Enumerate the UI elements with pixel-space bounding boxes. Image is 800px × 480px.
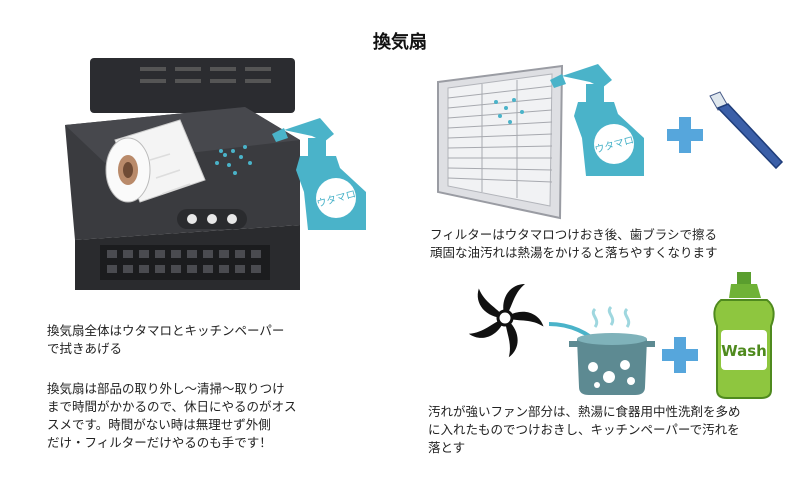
- caption-hood-wipe: 換気扇全体はウタマロとキッチンペーパー で拭きあげる: [47, 323, 285, 356]
- caption-filter: フィルターはウタマロつけおき後、歯ブラシで擦る 頑固な油汚れは熱湯をかけると落ち…: [430, 227, 718, 260]
- caption-fan: 汚れが強いファン部分は、熱湯に食器用中性洗剤を多め に入れたものでつけおきし、キ…: [428, 404, 741, 455]
- plus-icon: [662, 337, 698, 373]
- spray-bottle-icon: ウタマロ: [272, 118, 366, 230]
- caption-schedule: 換気扇は部品の取り外し〜清掃〜取りつけ まで時間がかかるので、休日にやるのがオス…: [47, 381, 297, 450]
- soap-label: Wash: [721, 342, 767, 360]
- toothbrush-icon: [709, 91, 784, 170]
- spray-bottle-icon: ウタマロ: [550, 64, 644, 176]
- page-title: 換気扇: [373, 32, 427, 53]
- dish-soap-icon: Wash: [713, 272, 775, 399]
- range-hood-illustration: [65, 58, 300, 290]
- boiling-pot-icon: [569, 305, 655, 395]
- fan-icon: [468, 284, 544, 358]
- plus-icon: [667, 117, 703, 153]
- filter-illustration: [437, 64, 564, 220]
